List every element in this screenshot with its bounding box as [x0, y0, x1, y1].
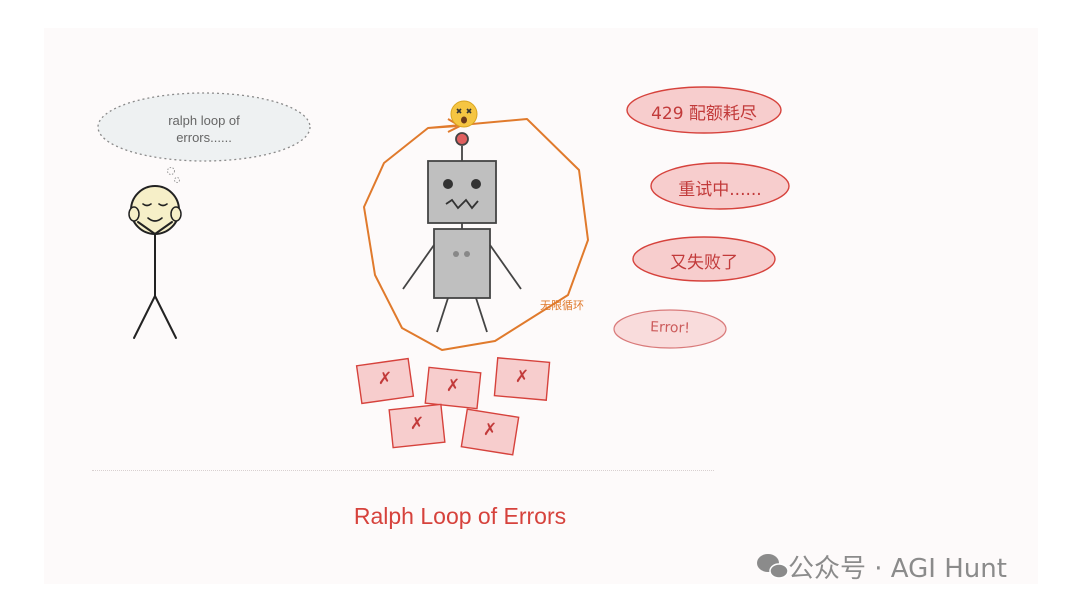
stick-figure	[128, 185, 182, 339]
robot	[402, 132, 522, 333]
pill-error	[613, 309, 727, 349]
robot-arm-left	[402, 244, 435, 290]
robot-antenna-ball	[455, 132, 469, 146]
error-card-2-mark: ✗	[445, 376, 461, 396]
stick-figure-leg-right	[154, 295, 177, 339]
error-card-3-mark: ✗	[514, 367, 530, 387]
right-eye	[158, 203, 168, 207]
wechat-bubble-small	[769, 563, 789, 579]
error-card-2	[424, 366, 482, 410]
stick-figure-arm-right	[154, 221, 173, 235]
dizzy-face-icon	[450, 100, 478, 128]
error-card-5	[460, 408, 520, 456]
thought-line-2: errors......	[176, 130, 232, 145]
error-card-4	[388, 403, 446, 449]
thought-dot-small	[174, 177, 180, 183]
robot-eye-left	[443, 179, 453, 189]
robot-mouth	[445, 198, 479, 210]
robot-arm-right	[489, 244, 522, 290]
error-cards	[355, 357, 551, 456]
pill-retrying	[650, 162, 790, 210]
robot-eye-right	[471, 179, 481, 189]
error-card-5-mark: ✗	[482, 420, 498, 440]
loop-label: 无限循环	[540, 299, 584, 312]
robot-leg-right	[475, 297, 488, 333]
infinite-loop-path	[363, 118, 589, 351]
watermark: 公众号 · AGI Hunt	[752, 548, 1007, 585]
right-hand	[170, 206, 182, 222]
pill-failed	[632, 236, 776, 282]
stick-figure-arm-left	[137, 221, 156, 235]
pill-retrying-text: 重试中......	[678, 180, 762, 200]
watermark-text: 公众号 · AGI Hunt	[788, 554, 1007, 584]
pill-quota	[626, 86, 782, 134]
stick-figure-leg-left	[133, 295, 156, 339]
pill-quota-text: 429 配额耗尽	[651, 104, 757, 124]
error-card-4-mark: ✗	[409, 414, 425, 434]
left-eye	[142, 203, 152, 207]
robot-button-1	[453, 251, 459, 257]
wechat-icon	[757, 554, 789, 579]
error-card-1-mark: ✗	[377, 369, 393, 389]
error-card-3	[493, 357, 551, 401]
robot-button-2	[464, 251, 470, 257]
divider	[92, 470, 714, 471]
thought-line-1: ralph loop of	[168, 113, 240, 128]
left-hand	[128, 206, 140, 222]
error-card-1	[355, 357, 415, 405]
robot-head	[427, 160, 497, 224]
diagram-caption: Ralph Loop of Errors	[353, 503, 567, 529]
thought-text: ralph loop of errors......	[140, 112, 268, 146]
mouth	[147, 217, 163, 222]
message-pills	[613, 86, 790, 349]
thought-bubble	[97, 92, 311, 162]
thought-dot-large	[167, 167, 175, 175]
robot-body	[433, 228, 491, 299]
robot-leg-left	[436, 297, 449, 333]
pill-failed-text: 又失败了	[670, 253, 738, 273]
